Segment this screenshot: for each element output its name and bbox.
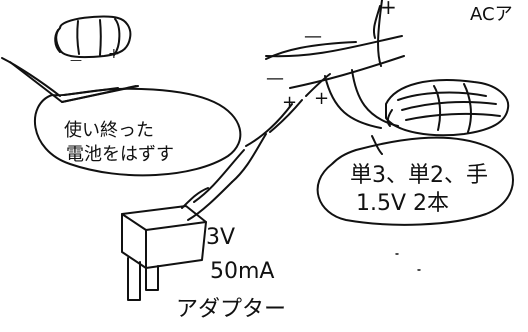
battery-pack-icon: [385, 79, 510, 137]
adapter-current: 50mA: [210, 259, 274, 284]
balloon-left-line2: 電池をはずす: [66, 144, 174, 165]
right-balloon: [316, 135, 514, 226]
balloon-right-line2: 1.5V 2本: [356, 191, 449, 216]
small-battery-plus: +: [108, 46, 120, 62]
adapter-name: アダプター: [176, 297, 286, 322]
balloon-left-line1: 使い終った: [64, 120, 154, 141]
adapter-wires: [187, 73, 331, 221]
top-minus-mark: —: [304, 26, 322, 47]
top-plus-mark: +: [380, 0, 397, 19]
top-right-note: ACア: [470, 4, 513, 25]
small-battery-icon: [54, 15, 132, 59]
adapter-voltage: 3V: [206, 225, 235, 250]
mid-plus-mark-1: +: [282, 92, 297, 113]
left-balloon: [34, 87, 242, 177]
balloon-right-line1: 単3、単2、手: [350, 163, 488, 188]
mid-plus-mark-2: +: [314, 88, 329, 109]
adapter-icon: [121, 187, 209, 301]
decorative-marks: [395, 253, 421, 271]
battery-holder-right: [265, 0, 405, 129]
small-battery-minus: —: [70, 53, 82, 67]
mid-minus-mark: —: [266, 68, 284, 89]
